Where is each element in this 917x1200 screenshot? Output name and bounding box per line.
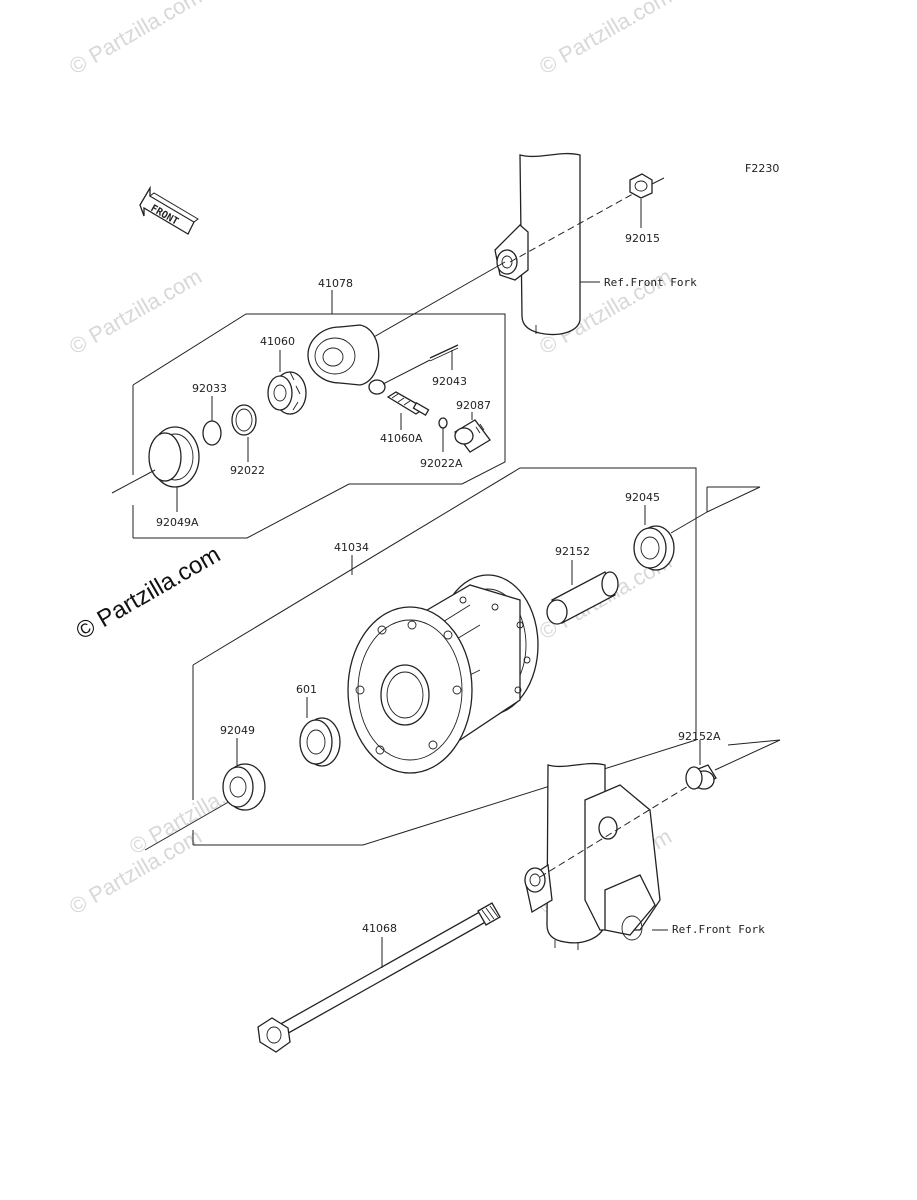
part-label-92022A: 92022A bbox=[420, 457, 463, 470]
watermark: © Partzilla.com bbox=[535, 0, 676, 79]
part-label-41078: 41078 bbox=[318, 277, 353, 290]
part-41060A-pinion bbox=[386, 391, 430, 416]
part-label-92049A: 92049A bbox=[156, 516, 199, 529]
part-label-92043: 92043 bbox=[432, 375, 467, 388]
part-92049A-seal bbox=[148, 426, 200, 488]
ref-front-fork-lower: Ref.Front Fork bbox=[672, 923, 765, 936]
part-92033-ring bbox=[202, 420, 222, 446]
front-fork-upper bbox=[494, 152, 581, 336]
part-601-bearing bbox=[299, 717, 341, 767]
part-92022-washer bbox=[231, 404, 257, 436]
front-arrow-icon: FRONT bbox=[139, 185, 199, 235]
part-label-92049: 92049 bbox=[220, 724, 255, 737]
watermark-main: © Partzilla.com bbox=[72, 541, 226, 645]
part-92043-pin bbox=[429, 344, 459, 362]
part-41034-hub bbox=[347, 574, 539, 774]
part-label-92152A: 92152A bbox=[678, 730, 721, 743]
figure-code: F2230 bbox=[745, 162, 779, 175]
part-92015-nut bbox=[629, 173, 653, 199]
watermark: © Partzilla.com bbox=[65, 264, 206, 360]
part-label-92015: 92015 bbox=[625, 232, 660, 245]
part-92045-bearing bbox=[633, 525, 675, 571]
watermark: © Partzilla.com bbox=[65, 0, 206, 79]
part-label-41068: 41068 bbox=[362, 922, 397, 935]
front-fork-lower bbox=[524, 762, 661, 950]
part-41068-axle bbox=[257, 902, 501, 1053]
part-label-92152: 92152 bbox=[555, 545, 590, 558]
part-92049-seal bbox=[222, 763, 266, 811]
part-41078-gearbox bbox=[307, 324, 386, 395]
part-label-92033: 92033 bbox=[192, 382, 227, 395]
part-label-41034: 41034 bbox=[334, 541, 369, 554]
ref-front-fork-upper: Ref.Front Fork bbox=[604, 276, 697, 289]
part-label-92022: 92022 bbox=[230, 464, 265, 477]
part-92087-bushing bbox=[454, 419, 491, 453]
part-label-92087: 92087 bbox=[456, 399, 491, 412]
part-92152A-collar bbox=[685, 764, 717, 790]
part-92152-collar bbox=[546, 571, 619, 625]
bracket-41034 bbox=[192, 467, 697, 846]
bracket-41078 bbox=[132, 313, 506, 539]
part-41060-gear bbox=[267, 371, 307, 415]
part-label-601: 601 bbox=[296, 683, 317, 696]
part-label-92045: 92045 bbox=[625, 491, 660, 504]
part-label-41060A: 41060A bbox=[380, 432, 423, 445]
part-92022A-washer bbox=[438, 417, 448, 429]
part-label-41060: 41060 bbox=[260, 335, 295, 348]
